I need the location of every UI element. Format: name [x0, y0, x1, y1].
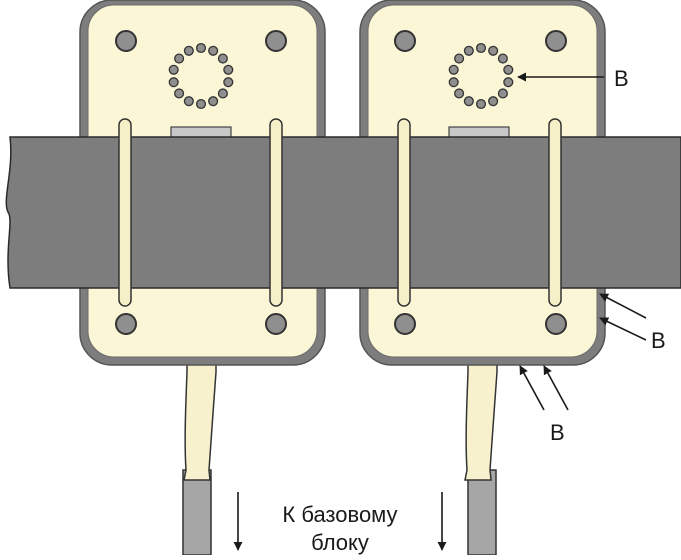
sound-port-hole [208, 45, 219, 56]
sound-port-hole [168, 64, 179, 75]
mounting-screw-icon [265, 30, 287, 52]
arrow-to-edge-bottom-1 [519, 365, 545, 411]
sound-port-hole [497, 53, 508, 64]
cable-right [467, 469, 497, 556]
mounting-screw-icon [394, 313, 416, 335]
mounting-screw-icon [115, 30, 137, 52]
cable-sleeve-right [464, 361, 498, 481]
sound-port-hole [217, 53, 228, 64]
sound-port-hole [168, 77, 179, 88]
sound-port-hole [454, 88, 465, 99]
cable-sleeve-left [183, 361, 217, 481]
clamp-strap-icon [118, 118, 132, 307]
sound-port-hole [183, 96, 194, 107]
sound-port-hole [195, 98, 207, 110]
sound-port-hole [217, 88, 228, 99]
sound-port-hole [475, 98, 487, 110]
sound-port-ring-right [448, 42, 514, 110]
sound-port-hole [463, 96, 474, 107]
sound-port-hole [488, 45, 499, 56]
arrow-to-edge-right-1 [599, 293, 647, 319]
sound-port-hole [475, 42, 487, 54]
mounting-screw-icon [394, 30, 416, 52]
label-b-bottom: B [550, 420, 565, 445]
sound-port-hole [463, 45, 474, 56]
mounting-screw-icon [265, 313, 287, 335]
label-b-top: B [614, 66, 629, 91]
pipe [5, 136, 681, 289]
sound-port-hole [448, 77, 459, 88]
sound-port-ring-left [168, 42, 234, 110]
sound-port-hole [174, 88, 185, 99]
sound-port-hole [503, 64, 514, 75]
arrow-to-edge-bottom-2 [543, 365, 569, 411]
sound-port-hole [488, 96, 499, 107]
label-b-right: B [651, 328, 666, 353]
sound-port-hole [448, 64, 459, 75]
arrow-to-edge-right-2 [599, 317, 647, 341]
sound-port-hole [454, 53, 465, 64]
mounting-screw-icon [545, 30, 567, 52]
sound-port-hole [195, 42, 207, 54]
destination-label-line2: блоку [311, 530, 369, 555]
clamp-strap-icon [397, 118, 411, 307]
sound-port-hole [503, 77, 514, 88]
sound-port-hole [223, 77, 234, 88]
mounting-screw-icon [115, 313, 137, 335]
sound-port-hole [223, 64, 234, 75]
sound-port-hole [208, 96, 219, 107]
cable-left [182, 469, 212, 556]
sound-port-hole [174, 53, 185, 64]
sound-port-hole [497, 88, 508, 99]
clamp-strap-icon [269, 118, 283, 307]
sound-port-hole [183, 45, 194, 56]
clamp-strap-icon [548, 118, 562, 307]
destination-label-line1: К базовому [282, 502, 397, 527]
mounting-screw-icon [545, 313, 567, 335]
